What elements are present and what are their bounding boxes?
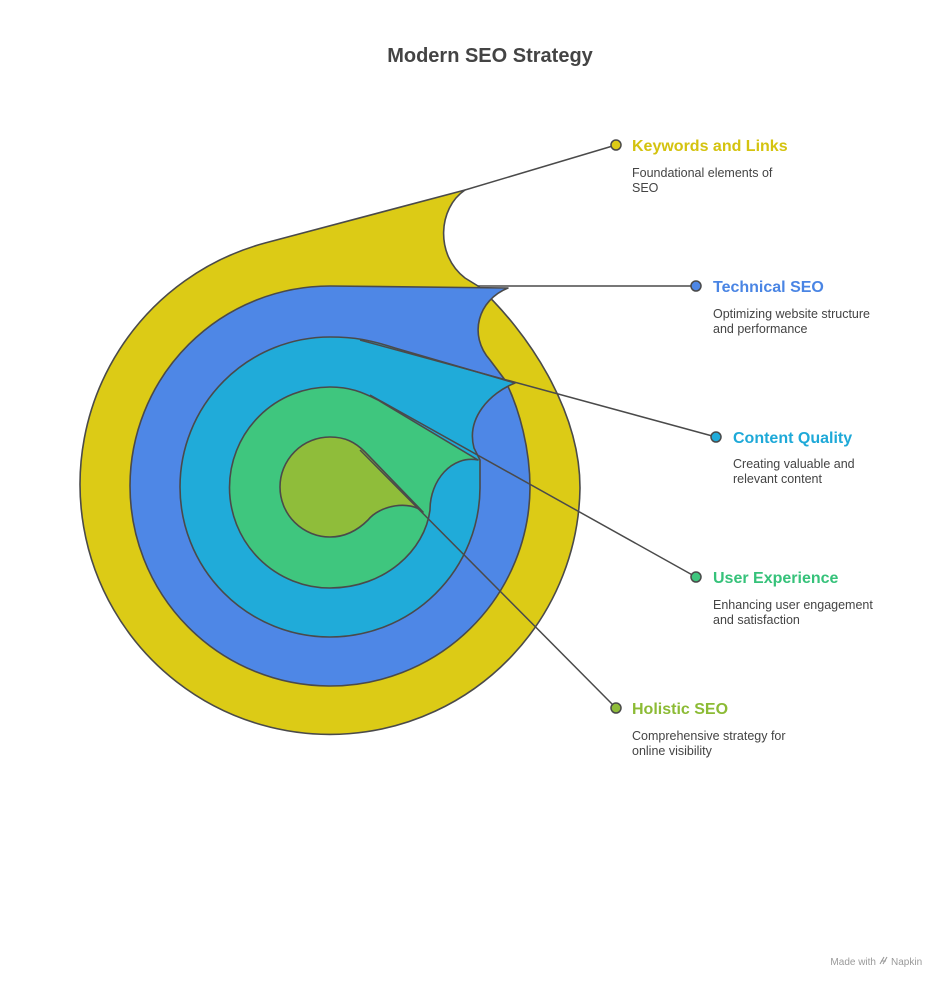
label-title: Holistic SEO (632, 701, 728, 718)
made-with-text: Made with (830, 957, 876, 968)
label-description-line: Creating valuable and (733, 457, 855, 471)
label-description-line: relevant content (733, 472, 822, 486)
label-title: Technical SEO (713, 279, 824, 296)
marker-dot-holistic (610, 702, 622, 714)
leader-line-content (359, 339, 717, 438)
label-title: Keywords and Links (632, 138, 788, 155)
label-description-line: Foundational elements of (632, 166, 773, 180)
label-description-line: Optimizing website structure (713, 307, 870, 321)
marker-dot-ux (690, 571, 702, 583)
diagram-title: Modern SEO Strategy (387, 45, 593, 67)
label-keywords-and-links: Keywords and Links Foundational elements… (632, 138, 788, 195)
label-description-line: and satisfaction (713, 613, 800, 627)
marker-dot-technical (690, 280, 702, 292)
label-description-line: Comprehensive strategy for (632, 729, 786, 743)
label-description-line: SEO (632, 181, 659, 195)
label-title: User Experience (713, 570, 839, 587)
label-description-line: and performance (713, 322, 808, 336)
leader-line-holistic (359, 449, 617, 709)
label-holistic-seo: Holistic SEO Comprehensive strategy for … (632, 701, 786, 758)
label-title: Content Quality (733, 430, 852, 447)
napkin-logo-icon (879, 956, 888, 965)
label-content-quality: Content Quality Creating valuable and re… (733, 430, 855, 486)
leader-line-ux (369, 394, 697, 578)
label-description-line: online visibility (632, 744, 713, 758)
marker-dot-keywords (610, 139, 622, 151)
label-technical-seo: Technical SEO Optimizing website structu… (713, 279, 870, 336)
leader-line-keywords (464, 144, 617, 191)
label-description-line: Enhancing user engagement (713, 598, 873, 612)
label-user-experience: User Experience Enhancing user engagemen… (713, 570, 873, 627)
marker-dot-content (710, 431, 722, 443)
made-with-napkin-footer: Made with Napkin (830, 956, 922, 968)
layer-holistic-seo (279, 436, 424, 538)
napkin-brand-text: Napkin (891, 957, 922, 968)
